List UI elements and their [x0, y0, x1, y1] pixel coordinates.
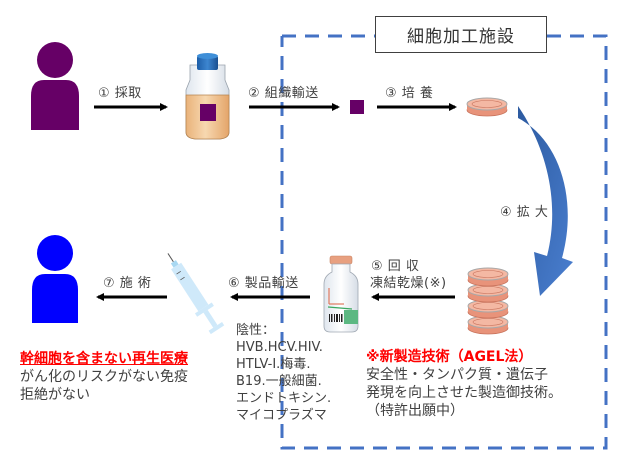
stacked-petri-dish — [467, 267, 509, 287]
step-1-label: ① 採取 — [98, 86, 142, 101]
facility-label: 細胞加工施設 — [375, 16, 547, 53]
donor-person-icon — [31, 42, 79, 130]
culture-bottle-icon — [185, 53, 230, 140]
step-4-label: ④ 拡 大 — [500, 205, 549, 220]
syringe-icon — [167, 253, 225, 335]
negative-tests-line: HTLV-I.梅毒. — [236, 357, 311, 372]
step-5-label: ⑤ 回 収 — [371, 259, 420, 274]
patient-person-icon — [32, 235, 78, 323]
facility-boundary — [280, 34, 608, 450]
step-5-sublabel: 凍結乾燥(※) — [370, 276, 447, 291]
technology-note-line: 発現を向上させた製造御技術。 — [366, 385, 562, 401]
step-3-label: ③ 培 養 — [385, 86, 434, 101]
stacked-petri-dish — [467, 299, 509, 319]
technology-note: ※新製造技術（AGEL法） 安全性・タンパク質・遺伝子 発現を向上させた製造御技… — [366, 348, 562, 420]
step-2-label: ② 組織輸送 — [248, 86, 319, 101]
tissue-square-icon — [350, 100, 364, 114]
technology-note-line: 安全性・タンパク質・遺伝子 — [366, 367, 548, 383]
technology-note-title: ※新製造技術（AGEL法） — [366, 349, 533, 365]
left-note-line: 拒絶がない — [20, 387, 90, 403]
negative-tests-line: 陰性： — [236, 323, 276, 338]
negative-tests-list: 陰性： HVB.HCV.HIV. HTLV-I.梅毒. B19.一般細菌. エン… — [236, 322, 331, 424]
step-7-label: ⑦ 施 術 — [103, 276, 152, 291]
negative-tests-line: エンドトキシン. — [236, 391, 332, 406]
negative-tests-line: マイコプラズマ — [236, 408, 327, 423]
petri-dish-stack-icon — [467, 267, 509, 335]
technology-note-line: （特許出願中） — [366, 403, 464, 419]
left-note: 幹細胞を含まない再生医療 がん化のリスクがない免疫 拒絶がない — [20, 350, 188, 404]
expansion-curve-arrow — [518, 106, 573, 296]
left-note-title: 幹細胞を含まない再生医療 — [20, 351, 188, 367]
petri-dish-icon — [466, 97, 508, 117]
vial-icon — [323, 255, 359, 333]
negative-tests-line: B19.一般細菌. — [236, 374, 322, 389]
stacked-petri-dish — [467, 315, 509, 335]
negative-tests-line: HVB.HCV.HIV. — [236, 340, 323, 355]
step-6-label: ⑥ 製品輸送 — [228, 276, 299, 291]
stacked-petri-dish — [467, 283, 509, 303]
left-note-line: がん化のリスクがない免疫 — [20, 369, 188, 385]
